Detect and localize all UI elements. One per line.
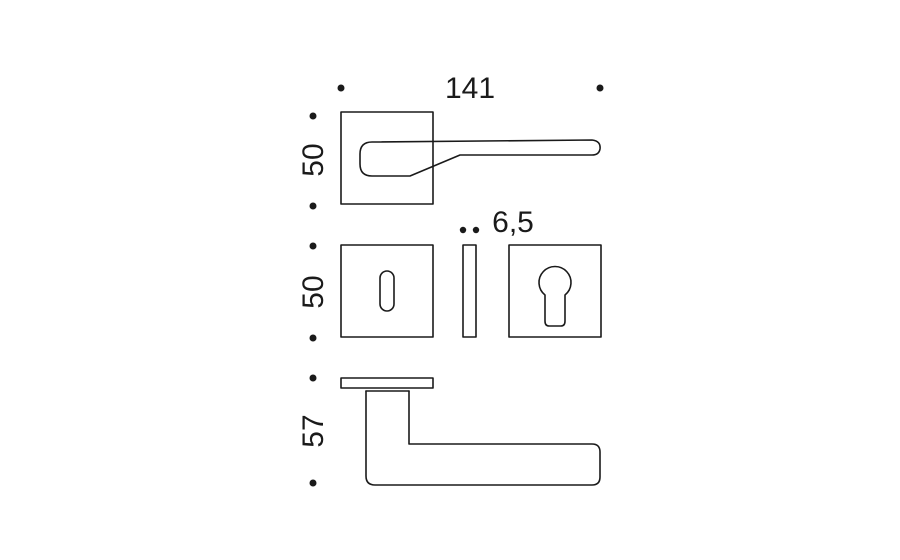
thickness-left-marker bbox=[459, 226, 467, 234]
width-right-marker bbox=[596, 84, 604, 92]
lever-outline bbox=[359, 139, 601, 177]
lever-top-outline bbox=[365, 390, 601, 486]
thickness-label: 6,5 bbox=[492, 206, 534, 239]
handle-height-top-marker bbox=[309, 112, 317, 120]
width-left-marker bbox=[337, 84, 345, 92]
projection-top-marker bbox=[309, 374, 317, 382]
keyhole-icon bbox=[379, 270, 395, 312]
projection-dimension: 57 bbox=[297, 374, 330, 487]
escutcheon-side-profile bbox=[462, 244, 477, 338]
handle-rose-plate bbox=[340, 111, 434, 205]
key-escutcheon-plate bbox=[340, 244, 434, 338]
lever-front-view bbox=[340, 111, 601, 205]
handle-height-bottom-marker bbox=[309, 202, 317, 210]
width-dimension: 141 bbox=[337, 72, 604, 105]
handle-height-label: 50 bbox=[297, 143, 330, 176]
width-label: 141 bbox=[445, 72, 495, 105]
key-escutcheon bbox=[340, 244, 434, 338]
cylinder-escutcheon bbox=[508, 244, 602, 338]
rose-height-dimension: 50 bbox=[297, 242, 330, 342]
projection-bottom-marker bbox=[309, 479, 317, 487]
rose-height-label: 50 bbox=[297, 275, 330, 308]
lever-top-view bbox=[340, 377, 601, 486]
cylinder-escutcheon-plate bbox=[508, 244, 602, 338]
thickness-right-marker bbox=[472, 226, 480, 234]
projection-label: 57 bbox=[297, 414, 330, 447]
rose-side-plate bbox=[340, 377, 434, 389]
euro-cylinder-hole-icon bbox=[538, 265, 572, 327]
rose-height-bottom-marker bbox=[309, 334, 317, 342]
rose-height-top-marker bbox=[309, 242, 317, 250]
handle-height-dimension: 50 bbox=[297, 112, 330, 210]
thickness-dimension: 6,5 bbox=[459, 206, 534, 239]
